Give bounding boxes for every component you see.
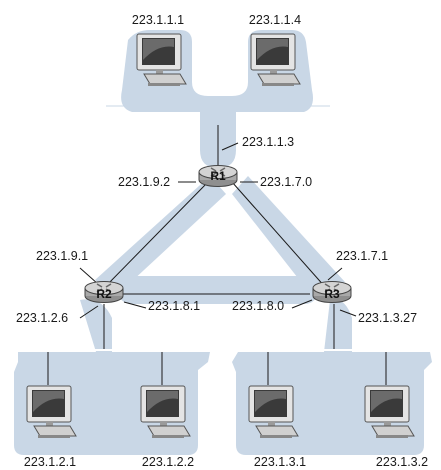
label-leaders — [79, 142, 357, 319]
interface-address: 223.1.7.1 — [336, 249, 388, 263]
router-r3-label: R3 — [324, 287, 340, 301]
host-address: 223.1.2.1 — [24, 455, 76, 469]
interface-address: 223.1.8.0 — [232, 299, 284, 313]
host-address: 223.1.1.1 — [132, 13, 184, 27]
interface-address: 223.1.2.6 — [16, 311, 68, 325]
interface-address: 223.1.7.0 — [260, 175, 312, 189]
host-address: 223.1.1.4 — [249, 13, 301, 27]
interface-address: 223.1.3.27 — [358, 311, 417, 325]
interface-address: 223.1.8.1 — [148, 299, 200, 313]
interface-address: 223.1.9.2 — [118, 175, 170, 189]
router-r2[interactable]: R2 — [84, 280, 124, 304]
router-r1[interactable]: R1 — [198, 164, 238, 188]
router-r3[interactable]: R3 — [312, 280, 352, 304]
network-links — [103, 105, 335, 350]
host-drop-lines — [47, 352, 387, 385]
host-address: 223.1.2.2 — [142, 455, 194, 469]
router-r2-label: R2 — [96, 287, 112, 301]
host-address: 223.1.3.2 — [376, 455, 428, 469]
subnet-links — [95, 176, 345, 304]
host-address: 223.1.3.1 — [254, 455, 306, 469]
interface-address: 223.1.1.3 — [242, 135, 294, 149]
router-r1-label: R1 — [210, 169, 226, 183]
interface-address: 223.1.9.1 — [36, 249, 88, 263]
